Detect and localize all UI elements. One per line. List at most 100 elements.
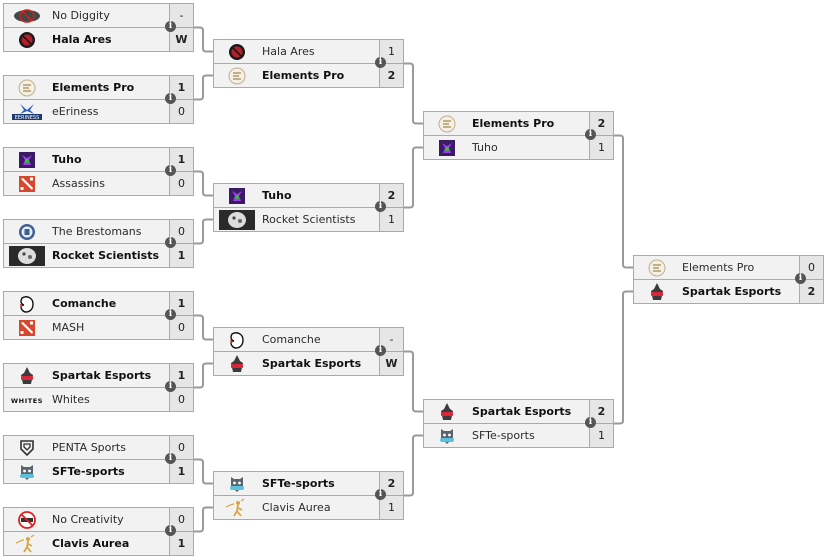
team-name[interactable]: Tuho [52, 153, 82, 166]
team-name[interactable]: eEriness [52, 105, 99, 118]
team-score: 1 [589, 136, 613, 159]
team-row[interactable]: Clavis Aurea 1 [4, 531, 193, 555]
team-name[interactable]: Rocket Scientists [262, 213, 356, 226]
match-info-icon[interactable]: i [795, 273, 806, 284]
team-name[interactable]: Hala Ares [262, 45, 315, 58]
sfte-logo-icon [214, 472, 260, 495]
team-name[interactable]: Assassins [52, 177, 105, 190]
match-info-icon[interactable]: i [375, 489, 386, 500]
team-name[interactable]: PENTA Sports [52, 441, 126, 454]
team-row[interactable]: Clavis Aurea 1 [214, 495, 403, 519]
connector-line [193, 458, 213, 485]
match-info-icon[interactable]: i [165, 381, 176, 392]
team-score: 2 [589, 400, 613, 423]
team-name[interactable]: Comanche [262, 333, 321, 346]
team-score: 1 [379, 40, 403, 63]
sfte-logo-icon [4, 460, 50, 483]
team-score: 0 [799, 256, 823, 279]
team-row[interactable]: Hala Ares W [4, 27, 193, 51]
team-score: W [169, 28, 193, 51]
team-score: 2 [799, 280, 823, 303]
team-name[interactable]: Comanche [52, 297, 117, 310]
team-score: 1 [169, 532, 193, 555]
team-name[interactable]: Hala Ares [52, 33, 112, 46]
team-name[interactable]: Spartak Esports [472, 405, 572, 418]
team-row[interactable]: Hala Ares 1 [214, 40, 403, 63]
team-score: 1 [169, 148, 193, 171]
team-name[interactable]: Clavis Aurea [262, 501, 331, 514]
match-info-icon[interactable]: i [585, 129, 596, 140]
team-name[interactable]: Elements Pro [262, 69, 345, 82]
match-info-icon[interactable]: i [585, 417, 596, 428]
match-info-icon[interactable]: i [165, 165, 176, 176]
team-score: - [169, 4, 193, 27]
team-row[interactable]: Elements Pro 0 [634, 256, 823, 279]
team-row[interactable]: Tuho 1 [4, 148, 193, 171]
match-info-icon[interactable]: i [375, 57, 386, 68]
team-name[interactable]: Clavis Aurea [52, 537, 130, 550]
team-name[interactable]: Tuho [472, 141, 498, 154]
team-score: 1 [379, 496, 403, 519]
match-info-icon[interactable]: i [165, 453, 176, 464]
team-row[interactable]: No Diggity - [4, 4, 193, 27]
team-name[interactable]: Spartak Esports [682, 285, 782, 298]
connector-line [403, 62, 423, 125]
team-row[interactable]: Tuho 1 [424, 135, 613, 159]
team-row[interactable]: Spartak Esports 2 [634, 279, 823, 303]
connector-line [613, 134, 633, 269]
team-name[interactable]: No Diggity [52, 9, 110, 22]
team-name[interactable]: SFTe-sports [472, 429, 535, 442]
team-name[interactable]: Spartak Esports [262, 357, 362, 370]
team-name[interactable]: Elements Pro [682, 261, 755, 274]
team-name[interactable]: SFTe-sports [262, 477, 335, 490]
team-row[interactable]: Comanche- [214, 328, 403, 351]
team-score: 2 [379, 64, 403, 87]
team-name[interactable]: Elements Pro [52, 81, 135, 94]
team-name[interactable]: Elements Pro [472, 117, 555, 130]
connector-line [613, 290, 633, 425]
match-info-icon[interactable]: i [165, 21, 176, 32]
match-info-icon[interactable]: i [165, 309, 176, 320]
match-info-icon[interactable]: i [375, 345, 386, 356]
team-name[interactable]: Tuho [262, 189, 292, 202]
rocket-scientists-logo-icon [214, 208, 260, 231]
hala-ares-logo-icon [214, 40, 260, 63]
match-info-icon[interactable]: i [165, 525, 176, 536]
no-creativity-logo-icon [4, 508, 50, 531]
match-info-icon[interactable]: i [165, 237, 176, 248]
team-name[interactable]: SFTe-sports [52, 465, 125, 478]
match-info-icon[interactable]: i [375, 201, 386, 212]
team-name[interactable]: No Creativity [52, 513, 124, 526]
team-row[interactable]: Spartak Esports 2 [424, 400, 613, 423]
match-info-icon[interactable]: i [165, 93, 176, 104]
team-name[interactable]: Rocket Scientists [52, 249, 160, 262]
team-name[interactable]: Whites [52, 393, 90, 406]
team-row[interactable]: Elements Pro 2 [214, 63, 403, 87]
team-name[interactable]: MASH [52, 321, 85, 334]
team-name[interactable]: Spartak Esports [52, 369, 152, 382]
team-name[interactable]: The Brestomans [52, 225, 142, 238]
